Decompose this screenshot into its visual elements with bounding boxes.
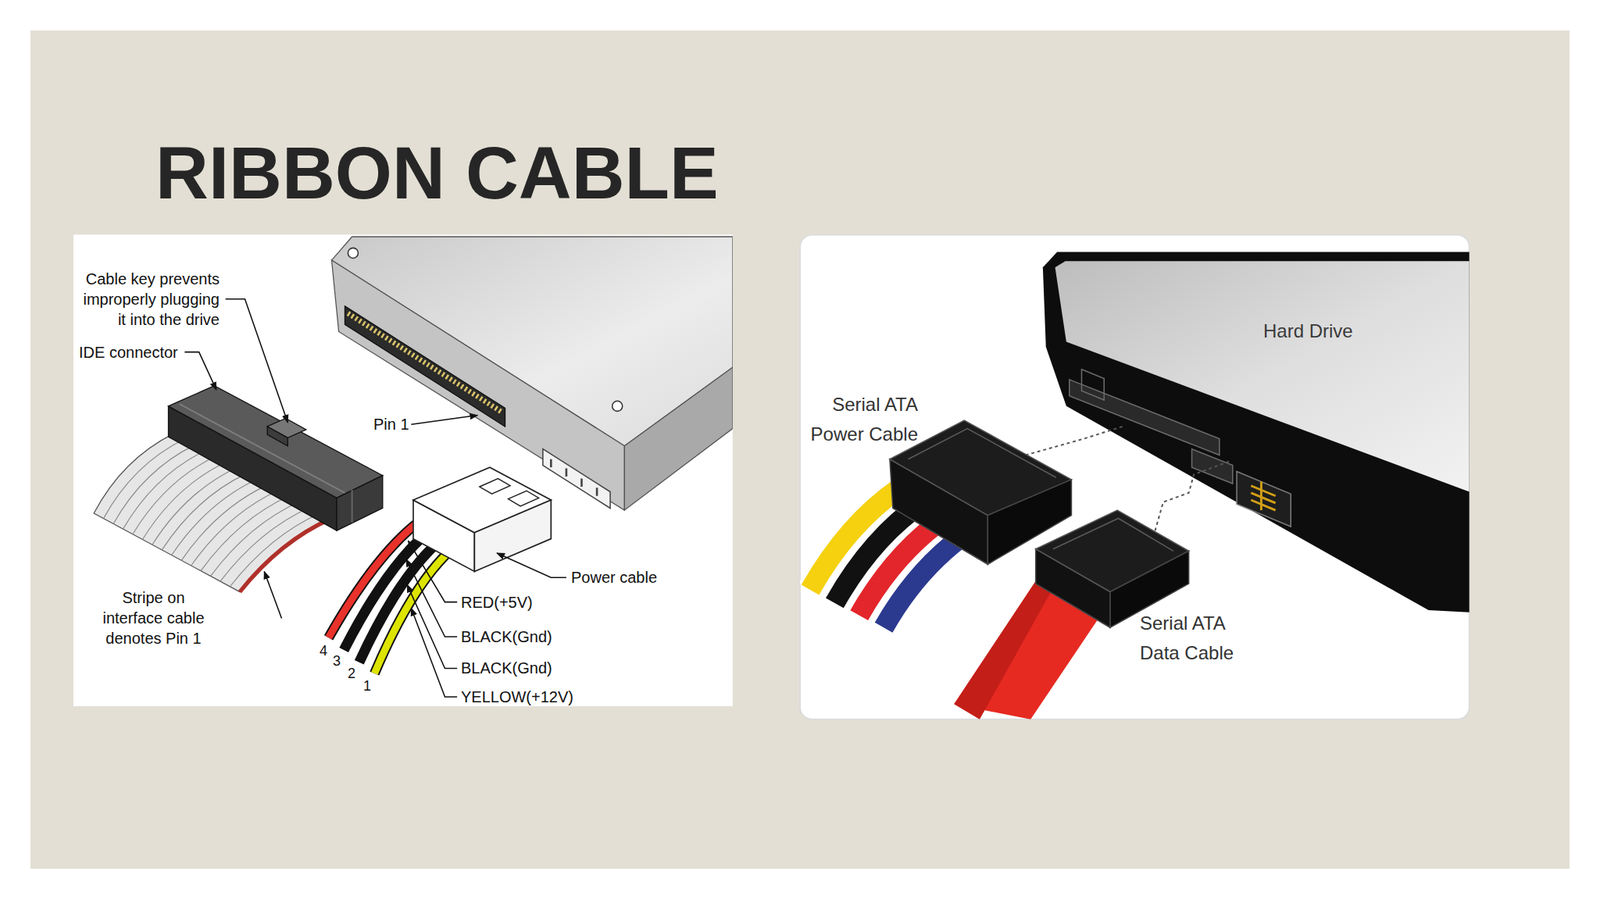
wire-label: YELLOW(+12V)	[460, 686, 574, 708]
callout-text: Power cable	[571, 567, 658, 588]
leader-line	[407, 584, 458, 668]
part-label: Serial ATA Power Cable	[796, 389, 918, 450]
molex-latch	[507, 490, 539, 507]
pin-number: 2	[347, 664, 356, 683]
port-pins	[1250, 481, 1275, 511]
screw	[347, 247, 358, 258]
yellow-wire	[810, 487, 900, 590]
wire-gap	[328, 518, 424, 639]
wire-gap	[810, 487, 900, 590]
screw	[612, 400, 623, 411]
cable-key	[267, 426, 288, 447]
port-notch	[1081, 369, 1104, 400]
pin-number: 4	[319, 642, 328, 660]
image-panel	[800, 234, 1470, 719]
pin-number: 1	[363, 677, 372, 695]
drive-power-port	[542, 449, 611, 509]
port-pin	[596, 487, 599, 496]
wire-label: BLACK(Gnd)	[460, 657, 553, 679]
red-wire	[328, 518, 424, 639]
connector-latch	[351, 489, 354, 523]
port-pin	[580, 478, 583, 487]
connector-bevel	[1053, 518, 1174, 552]
ide-connector-end	[336, 475, 383, 532]
port-notch	[1192, 449, 1233, 484]
leader-line	[496, 553, 567, 578]
port-pin	[565, 468, 568, 477]
pin1-stripe	[239, 518, 333, 593]
wire-label: RED(+5V)	[460, 592, 533, 613]
drive-top	[1055, 260, 1470, 492]
data-port	[1236, 471, 1291, 527]
part-label: Hard Drive	[1263, 316, 1354, 347]
ide-header	[344, 306, 505, 427]
callout-text: Stripe on interface cable denotes Pin 1	[96, 587, 211, 649]
wire-outline	[328, 518, 424, 639]
slide-background	[30, 30, 1570, 869]
ide-connector-top	[168, 385, 383, 499]
leader-line	[410, 415, 478, 425]
image-panel	[73, 234, 733, 706]
insertion-guide	[1025, 426, 1123, 456]
leader-line	[225, 299, 289, 423]
leader-line	[407, 540, 458, 602]
connector-bevel	[907, 428, 1056, 479]
callout-text: Pin 1	[373, 414, 410, 435]
header-pins	[347, 313, 502, 413]
leader-line	[264, 571, 282, 618]
drive-side	[624, 367, 733, 511]
sata-illustration	[810, 252, 1470, 720]
insertion-guide	[1155, 460, 1230, 531]
part-label: Serial ATA Data Cable	[1139, 608, 1261, 668]
slide-title: RIBBON CABLE	[155, 136, 719, 211]
port-pin	[1250, 500, 1275, 511]
molex-latch	[479, 478, 511, 495]
callout-text: Cable key prevents improperly plugging i…	[76, 268, 220, 330]
leader-lines	[184, 299, 566, 697]
leader-line	[184, 352, 216, 390]
cable-shade	[953, 573, 1057, 720]
port-pin	[550, 459, 553, 468]
wire-label: BLACK(Gnd)	[460, 626, 553, 647]
power-port	[1069, 379, 1220, 456]
pin-number: 3	[332, 652, 341, 670]
port-pin	[1260, 481, 1263, 511]
callout-text: IDE connector	[78, 342, 179, 363]
leader-line	[410, 607, 458, 697]
connector-ridge	[179, 403, 346, 493]
